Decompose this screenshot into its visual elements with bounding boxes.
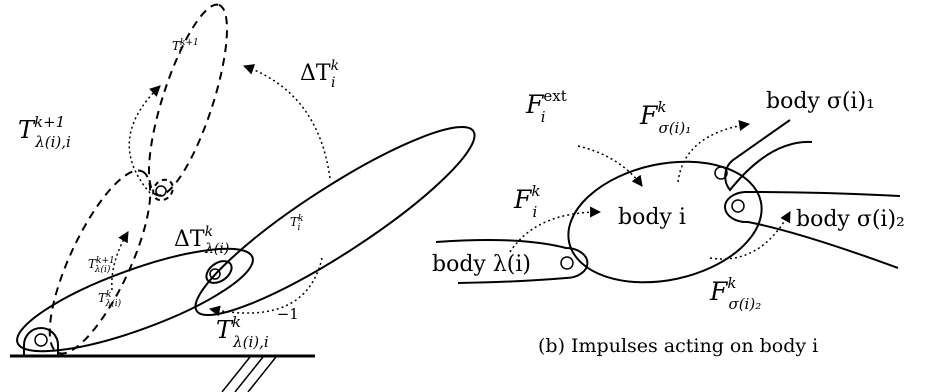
label-F-i-sub: i bbox=[532, 203, 537, 221]
left-panel bbox=[10, 3, 476, 392]
label-F-ext-base: F bbox=[525, 90, 545, 119]
label-T-lambda-k-inner-base: T bbox=[98, 291, 107, 305]
right-panel bbox=[435, 119, 901, 284]
label-T-lambda-k1-sup: k+1 bbox=[34, 113, 65, 131]
joint-i bbox=[205, 260, 233, 284]
svg-text:Fkσ(i)₁: Fk σ(i)₁ bbox=[639, 98, 691, 137]
label-T-lambda-k1-inner-sup: k+1 bbox=[96, 256, 115, 266]
label-delta-T-lambda-base: ΔT bbox=[174, 227, 205, 252]
arrow-F-sigma1 bbox=[677, 120, 751, 183]
svg-text:Tk+1λ(i),i: Tk+1 λ(i),i bbox=[18, 113, 71, 151]
label-T-lambda-inv-sup: k bbox=[232, 313, 241, 331]
label-T-lambda-k1-base: T bbox=[18, 116, 36, 144]
label-body-sigma1: body σ(i)₁ bbox=[766, 89, 875, 114]
label-delta-T-i-sub: i bbox=[331, 75, 335, 91]
body-i-ellipse bbox=[194, 125, 476, 317]
body-lambda-ellipse bbox=[16, 247, 254, 353]
label-T-lambda-k-inner-sub: λ(i) bbox=[104, 298, 121, 309]
svg-text:Tk+1λ(i): Tk+1λ(i) bbox=[88, 256, 115, 275]
ground-hatch bbox=[221, 356, 277, 392]
label-T-i-k-sub: i bbox=[297, 223, 300, 233]
body-lambda-shape bbox=[435, 239, 589, 284]
body-i-shape bbox=[567, 160, 763, 284]
label-F-sigma2-sub: σ(i)₂ bbox=[728, 295, 761, 313]
label-delta-T-i-sup: k bbox=[331, 58, 339, 74]
label-F-i-base: F bbox=[513, 185, 533, 214]
svg-text:Fkσ(i)₂: Fk σ(i)₂ bbox=[709, 274, 761, 313]
joint-sigma2-pin bbox=[731, 199, 745, 213]
body-sigma1-shape bbox=[724, 119, 813, 192]
joint-i-next-pin bbox=[155, 185, 167, 197]
arrow-T-lambda-k1 bbox=[128, 85, 161, 194]
label-T-i-k1-sub: i bbox=[179, 47, 182, 57]
arrow-delta-T-i bbox=[242, 64, 331, 179]
svg-text:Tki: Tki bbox=[290, 214, 303, 233]
caption-b: (b) Impulses acting on body i bbox=[538, 335, 818, 357]
label-T-lambda-inv-sub: λ(i),i bbox=[232, 333, 269, 351]
base-joint-pin bbox=[34, 333, 48, 347]
body-i-next-ellipse bbox=[148, 3, 228, 197]
arrow-T-lambda-inverse bbox=[208, 257, 323, 317]
label-delta-T-i-base: ΔT bbox=[300, 61, 331, 86]
label-F-sigma2-sup: k bbox=[727, 274, 736, 292]
label-F-sigma1-sup: k bbox=[657, 98, 666, 116]
label-delta-T-lambda-sub: λ(i) bbox=[204, 241, 229, 257]
body-sigma2-shape bbox=[724, 190, 901, 269]
joint-lambda-pin bbox=[560, 256, 574, 270]
label-body-sigma2: body σ(i)₂ bbox=[796, 207, 905, 232]
joint-i-pin bbox=[209, 268, 221, 280]
label-F-sigma2-base: F bbox=[709, 277, 729, 306]
label-delta-T-lambda-sup: k bbox=[205, 224, 213, 240]
joint-i-next bbox=[152, 178, 174, 202]
label-T-i-k-base: T bbox=[290, 215, 299, 229]
label-T-lambda-k-inner-sup: k bbox=[106, 290, 111, 300]
body-lambda-next-ellipse bbox=[48, 169, 152, 355]
label-body-i: body i bbox=[618, 205, 686, 230]
label-T-i-k1-base: T bbox=[172, 39, 181, 53]
label-T-i-k1-sup: k+1 bbox=[180, 38, 199, 48]
label-T-i-k-sup: k bbox=[298, 214, 303, 224]
label-F-sigma1-base: F bbox=[639, 101, 659, 130]
base-joint bbox=[23, 327, 59, 356]
arrow-F-ext bbox=[577, 145, 643, 187]
label-T-lambda-k1-sub: λ(i),i bbox=[34, 133, 71, 151]
label-F-ext-sup: ext bbox=[543, 87, 566, 105]
label-T-lambda-inv-exp: −1 bbox=[277, 305, 299, 323]
joint-sigma1-pin bbox=[714, 166, 728, 180]
arrow-F-sigma2 bbox=[709, 211, 791, 260]
svg-text:Fki: Fki bbox=[513, 182, 540, 221]
arrow-T-lambda-k1-inner bbox=[111, 231, 129, 291]
label-body-lambda: body λ(i) bbox=[432, 252, 531, 277]
label-T-lambda-k1-inner-base: T bbox=[88, 257, 97, 271]
svg-text:Tk+1i: Tk+1i bbox=[172, 38, 199, 57]
svg-text:Tkλ(i),i−1: Tk λ(i),i −1 bbox=[216, 305, 299, 351]
label-F-i-sup: k bbox=[531, 182, 540, 200]
label-F-ext-sub: i bbox=[541, 108, 546, 126]
label-T-lambda-k1-inner-sub: λ(i) bbox=[94, 264, 111, 275]
svg-text:Tkλ(i): Tkλ(i) bbox=[98, 290, 122, 309]
label-F-sigma1-sub: σ(i)₁ bbox=[658, 119, 691, 137]
label-T-lambda-inv-base: T bbox=[216, 316, 234, 344]
